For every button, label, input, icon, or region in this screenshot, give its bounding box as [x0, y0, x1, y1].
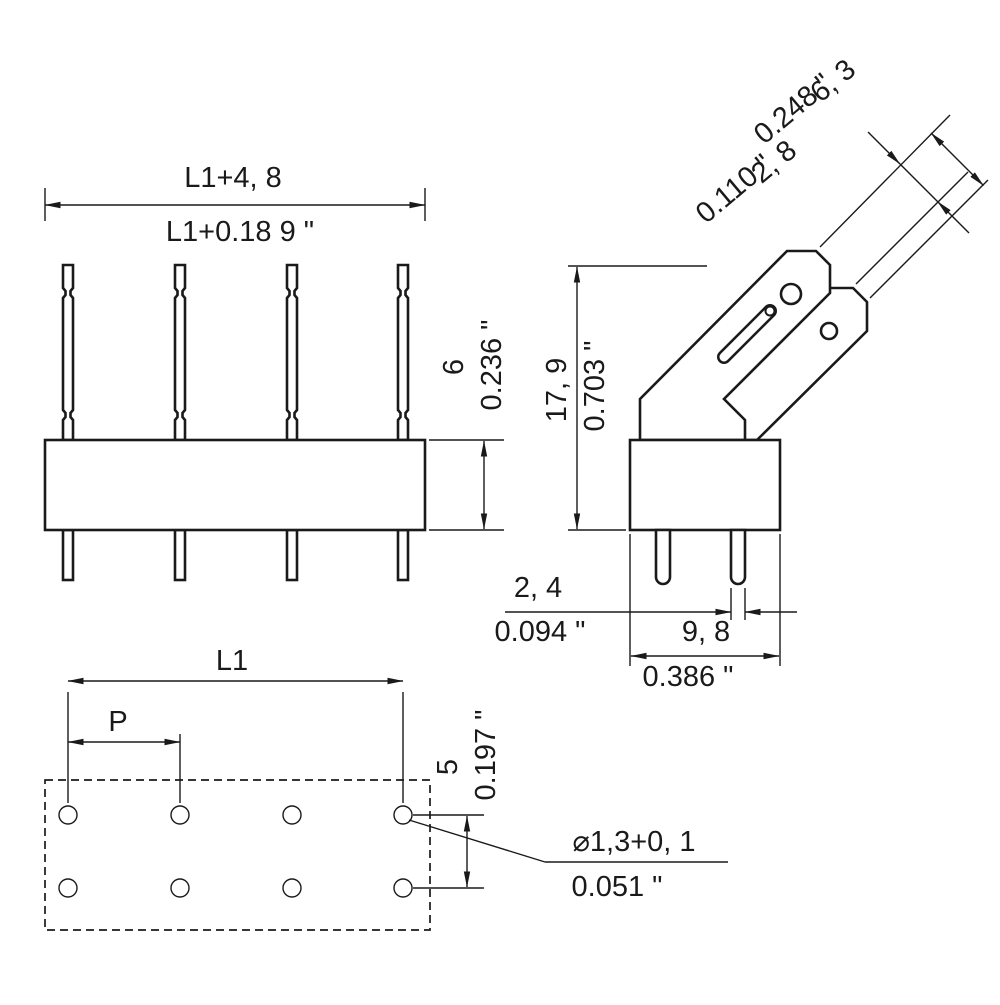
solder-pin	[285, 528, 299, 582]
ext-line-diagonal	[869, 179, 989, 299]
terminal-pin	[61, 263, 75, 442]
solder-pin	[173, 528, 187, 582]
leader-line	[408, 819, 546, 863]
side-view: 17, 9 0.703 " 2, 8 0.110 " 6, 3 0.248 " …	[495, 53, 989, 693]
dim-label-hole-diameter-mm: ⌀1,3+0, 1	[572, 826, 695, 858]
solder-pin-side	[729, 528, 747, 586]
drill-hole	[170, 878, 190, 898]
tab-slot	[719, 306, 775, 362]
drill-hole	[58, 805, 78, 825]
dim-label-row-spacing-mm: 5	[432, 759, 464, 775]
terminal-pin	[285, 263, 299, 442]
solder-pin	[61, 528, 75, 582]
drill-hole	[58, 878, 78, 898]
connector-body	[43, 438, 427, 532]
ext-line-diagonal	[855, 171, 969, 285]
dim-label-pin-width-inch: 0.094 "	[495, 616, 586, 648]
dim-arrow	[937, 201, 970, 234]
drill-hole	[393, 805, 413, 825]
drill-hole	[282, 805, 302, 825]
dim-label-base-width-inch: 0.386 "	[643, 661, 734, 693]
dim-label-row-spacing-inch: 0.197 "	[470, 710, 502, 801]
dim-label-hole-diameter-inch: 0.051 "	[572, 871, 663, 903]
ext-line-diagonal	[819, 114, 951, 248]
dim-label-total-height-inch: 0.703 "	[579, 341, 611, 432]
dim-label-tab-width-inch: 0.248 "	[748, 68, 838, 151]
dim-label-pitch: P	[108, 706, 127, 738]
dim-arrow	[867, 131, 901, 165]
drill-hole	[393, 878, 413, 898]
front-tab-hole	[779, 282, 803, 306]
drill-hole	[282, 878, 302, 898]
terminal-pin	[173, 263, 187, 442]
dim-label-height-mm: 6	[438, 359, 470, 375]
dim-label-overall-mm: L1+4, 8	[184, 162, 282, 194]
dim-label-height-inch: 0.236 "	[476, 320, 508, 411]
dim-line-tab-width	[930, 132, 984, 186]
dim-line-tab-thickness	[899, 163, 938, 202]
drill-hole	[170, 805, 190, 825]
terminal-pin	[396, 263, 410, 442]
dim-label-overall-inch: L1+0.18 9 "	[166, 216, 314, 248]
connector-base-side	[628, 438, 782, 532]
tab-slot-end-hole	[764, 305, 776, 317]
footprint-view: L1 P 5 0.197 " ⌀1,3+0, 1 0.051 "	[44, 645, 728, 931]
dim-label-pin-width-mm: 2, 4	[514, 572, 562, 604]
solder-pin	[396, 528, 410, 582]
solder-pin-side	[654, 528, 672, 586]
dim-label-total-height-mm: 17, 9	[541, 358, 573, 423]
rear-tab-hole	[819, 321, 839, 341]
front-view: L1+4, 8 L1+0.18 9 " 6 0.236 "	[43, 162, 508, 582]
board-outline	[44, 779, 431, 931]
dim-label-base-width-mm: 9, 8	[682, 616, 730, 648]
dim-label-length: L1	[216, 645, 248, 677]
